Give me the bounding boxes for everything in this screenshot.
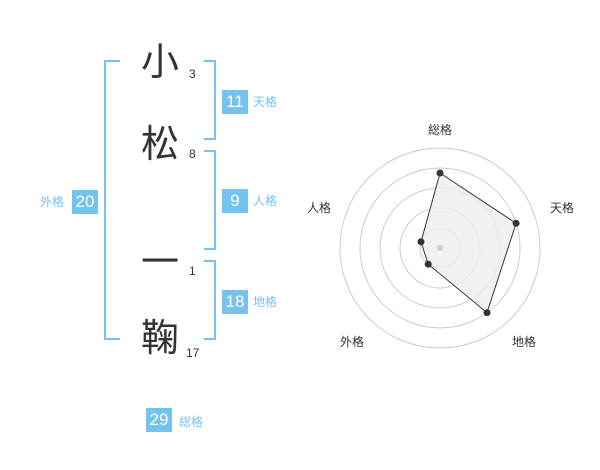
jinkaku-bracket	[204, 150, 216, 250]
gaikaku-bracket	[104, 60, 120, 340]
axis-label-tenkaku: 天格	[550, 200, 574, 215]
gaikaku-label: 外格	[40, 195, 65, 209]
radar-point-3	[483, 309, 491, 317]
radar-center-dot	[437, 245, 443, 251]
tenkaku-value-badge: 11	[222, 90, 248, 114]
axis-label-soukaku: 総格	[428, 122, 452, 137]
name-char-2: 松	[140, 122, 179, 166]
radar-point-1	[436, 169, 444, 177]
fortune-radar-chart: 総格 天格 地格 外格 人格	[307, 122, 574, 349]
radar-data-polygon	[420, 172, 517, 314]
axis-label-chikaku: 地格	[512, 334, 536, 349]
soukaku-value-badge: 29	[146, 408, 172, 432]
gaikaku-value-badge: 20	[72, 190, 98, 214]
jinkaku-label: 人格	[253, 194, 278, 208]
axis-label-jinkaku: 人格	[307, 200, 331, 215]
name-char-3: 一	[140, 240, 179, 284]
soukaku-label: 総格	[179, 415, 204, 429]
radar-point-4	[424, 260, 432, 268]
stroke-count-3: 1	[189, 264, 196, 278]
stroke-count-4: 17	[186, 346, 200, 360]
chikaku-label: 地格	[253, 295, 278, 309]
radar-point-5	[417, 238, 425, 246]
radar-ring-4	[359, 167, 521, 329]
name-char-1: 小	[140, 40, 179, 84]
tenkaku-label: 天格	[253, 95, 278, 109]
name-char-4: 鞠	[140, 316, 179, 360]
stroke-count-1: 3	[189, 67, 196, 81]
chikaku-value-badge: 18	[222, 290, 248, 314]
stroke-count-2: 8	[189, 147, 196, 161]
radar-ring-5	[339, 147, 541, 349]
radar-point-2	[512, 219, 520, 227]
chikaku-bracket	[204, 260, 216, 340]
axis-label-gaikaku: 外格	[340, 334, 364, 349]
jinkaku-value-badge: 9	[222, 189, 248, 213]
tenkaku-bracket	[204, 60, 216, 140]
